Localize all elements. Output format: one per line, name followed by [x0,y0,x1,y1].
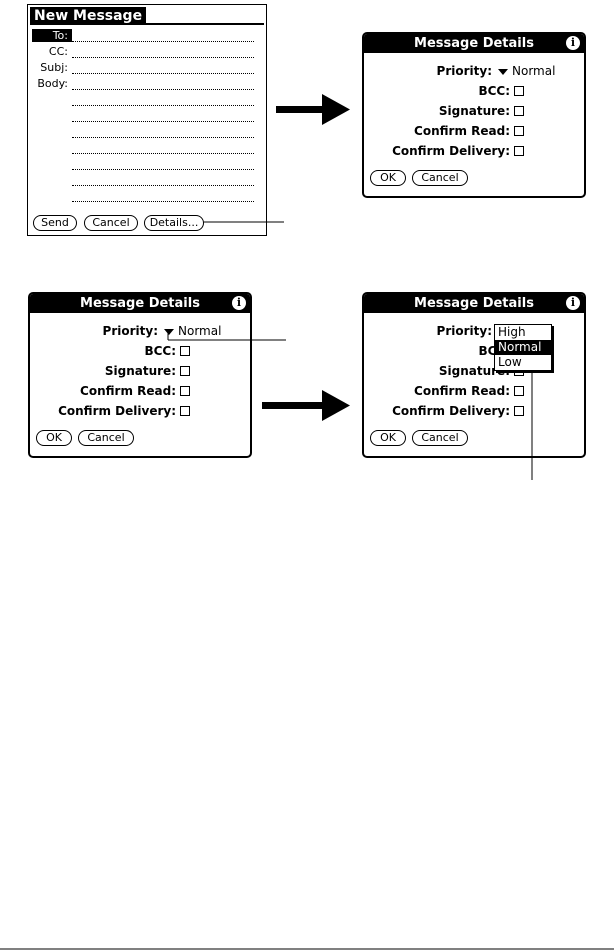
send-button[interactable]: Send [33,215,77,231]
confirm-read-label: Confirm Read: [414,124,510,138]
priority-trigger[interactable]: Normal [512,64,556,78]
cancel-button[interactable]: Cancel [84,215,138,231]
to-label[interactable]: To: [32,29,72,42]
arrow-right-icon [276,94,350,125]
signature-checkbox[interactable] [514,106,524,116]
body-line[interactable] [72,89,254,90]
body-line[interactable] [72,201,254,202]
signature-label: Signature: [438,104,510,118]
signature-label: Signature: [104,364,176,378]
confirm-delivery-checkbox[interactable] [514,406,524,416]
info-icon[interactable]: i [232,296,246,310]
subj-field[interactable] [72,73,254,74]
dialog-title: Message Details [364,34,584,53]
priority-label: Priority: [102,324,158,338]
body-line[interactable] [72,169,254,170]
priority-popup-list: High Normal Low [494,324,552,371]
dialog-title: Message Details [30,294,250,313]
priority-trigger[interactable]: Normal [178,324,222,338]
info-icon[interactable]: i [566,296,580,310]
subj-label[interactable]: Subj: [40,61,68,74]
to-field[interactable] [72,41,254,42]
priority-label: Priority: [436,64,492,78]
confirm-read-checkbox[interactable] [514,386,524,396]
cancel-button[interactable]: Cancel [412,170,468,186]
confirm-delivery-label: Confirm Delivery: [392,404,510,418]
cc-field[interactable] [72,57,254,58]
priority-option-high[interactable]: High [498,325,526,339]
body-line[interactable] [72,137,254,138]
triangle-down-icon[interactable] [164,329,174,335]
body-line[interactable] [72,121,254,122]
message-details-dialog: Message Details i Priority: Normal BCC: … [362,32,586,198]
message-details-dialog: Message Details i Priority: BCC: Signatu… [362,292,586,458]
dialog-title: Message Details [364,294,584,313]
cancel-button[interactable]: Cancel [412,430,468,446]
signature-label: Signature: [438,364,510,378]
bcc-checkbox[interactable] [180,346,190,356]
priority-option-normal[interactable]: Normal [495,340,551,355]
bcc-label: BCC: [478,84,510,98]
body-line[interactable] [72,105,254,106]
confirm-read-checkbox[interactable] [180,386,190,396]
ok-button[interactable]: OK [370,430,406,446]
ok-button[interactable]: OK [370,170,406,186]
arrow-right-icon [262,390,350,421]
title-rule [30,23,264,25]
confirm-read-label: Confirm Read: [80,384,176,398]
confirm-read-label: Confirm Read: [414,384,510,398]
body-line[interactable] [72,153,254,154]
cc-label[interactable]: CC: [48,45,68,58]
triangle-down-icon[interactable] [498,69,508,75]
info-icon[interactable]: i [566,36,580,50]
priority-label: Priority: [436,324,492,338]
priority-option-low[interactable]: Low [498,355,522,369]
confirm-delivery-checkbox[interactable] [514,146,524,156]
details-button[interactable]: Details... [144,215,204,231]
message-details-dialog: Message Details i Priority: Normal BCC: … [28,292,252,458]
new-message-title: New Message [30,7,147,25]
new-message-screen: New Message To: CC: Subj: Body: Send Can… [27,4,267,236]
bcc-checkbox[interactable] [514,86,524,96]
confirm-delivery-label: Confirm Delivery: [392,144,510,158]
cancel-button[interactable]: Cancel [78,430,134,446]
signature-checkbox[interactable] [180,366,190,376]
confirm-delivery-checkbox[interactable] [180,406,190,416]
body-line[interactable] [72,185,254,186]
confirm-delivery-label: Confirm Delivery: [58,404,176,418]
ok-button[interactable]: OK [36,430,72,446]
body-label[interactable]: Body: [37,77,68,90]
bcc-label: BCC: [144,344,176,358]
confirm-read-checkbox[interactable] [514,126,524,136]
